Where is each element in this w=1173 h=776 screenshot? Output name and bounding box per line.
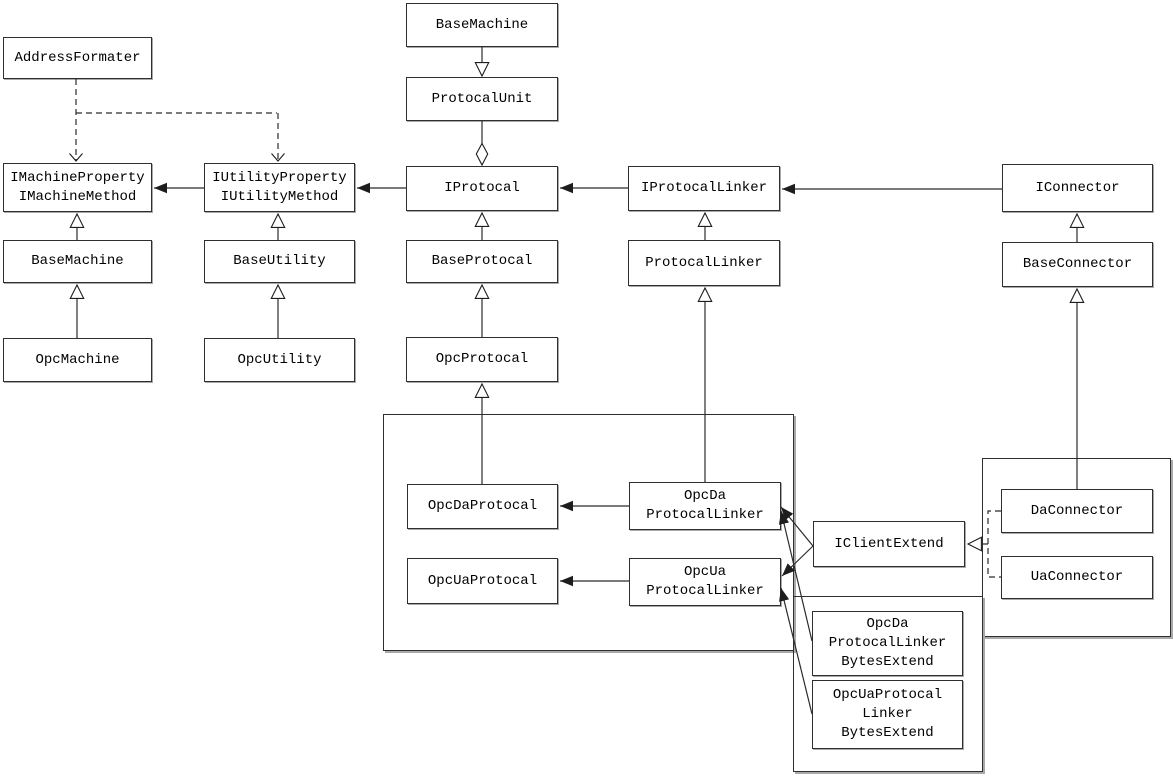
class-box-base-machine-left: BaseMachine xyxy=(3,240,152,283)
class-label: OpcUaProtocal xyxy=(832,687,943,703)
class-box-base-connector: BaseConnector xyxy=(1002,242,1153,287)
class-label: ProtocalUnit xyxy=(431,90,533,107)
class-box-opc-protocal: OpcProtocal xyxy=(406,337,558,382)
class-label: ProtocalLinker xyxy=(646,583,764,599)
class-label: IUtilityMethod xyxy=(220,188,339,205)
class-label: BaseUtility xyxy=(233,253,326,269)
class-label: BaseMachine xyxy=(31,253,124,269)
class-box-iprotocal-linker: IProtocalLinker xyxy=(628,166,780,211)
class-label: OpcDa xyxy=(683,488,726,504)
class-label: UaConnector xyxy=(1030,569,1124,585)
class-box-opc-ua-protocal: OpcUaProtocal xyxy=(407,558,558,604)
class-box-protocal-unit: ProtocalUnit xyxy=(406,77,558,121)
class-label: OpcMachine xyxy=(35,351,120,368)
group-frame-connectors xyxy=(982,458,1171,637)
class-label: OpcUaProtocal xyxy=(427,572,538,589)
class-label: IMachineProperty xyxy=(10,169,145,186)
class-label: IMachineMethod xyxy=(18,188,137,205)
class-label: ProtocalLinker xyxy=(646,507,764,523)
class-label: OpcProtocal xyxy=(435,351,529,367)
class-label: OpcUtility xyxy=(237,351,322,368)
class-label: AddressFormater xyxy=(14,49,141,66)
class-box-opc-utility: OpcUtility xyxy=(204,338,355,382)
class-label: BytesExtend xyxy=(841,725,934,741)
class-label: IProtocal xyxy=(444,180,520,196)
class-box-imachine: IMachineProperty IMachineMethod xyxy=(3,163,152,212)
class-label: IProtocalLinker xyxy=(640,180,768,196)
class-box-iprotocal: IProtocal xyxy=(406,166,558,211)
class-box-iclient-extend: IClientExtend xyxy=(813,521,965,567)
class-label: BaseMachine xyxy=(435,16,529,33)
class-label: Linker xyxy=(862,706,913,722)
class-label: OpcDaProtocal xyxy=(427,498,538,514)
class-label: DaConnector xyxy=(1030,502,1124,519)
class-box-iconnector: IConnector xyxy=(1002,164,1153,212)
class-box-opc-da-protocal-linker-bytes-extend: OpcDa ProtocalLinker BytesExtend xyxy=(812,611,963,676)
class-box-da-connector: DaConnector xyxy=(1001,489,1153,533)
class-box-iutility: IUtilityProperty IUtilityMethod xyxy=(204,163,355,212)
class-label: BytesExtend xyxy=(841,654,934,670)
class-box-opc-da-protocal-linker: OpcDa ProtocalLinker xyxy=(629,482,781,530)
class-label: ProtocalLinker xyxy=(828,635,947,651)
class-box-opc-ua-protocal-linker-bytes-extend: OpcUaProtocal Linker BytesExtend xyxy=(812,680,963,749)
class-label: OpcDa xyxy=(866,616,909,632)
class-box-opc-da-protocal: OpcDaProtocal xyxy=(407,484,558,529)
class-label: IUtilityProperty xyxy=(212,169,347,186)
class-label: IClientExtend xyxy=(834,535,944,552)
class-box-base-protocal: BaseProtocal xyxy=(406,240,558,283)
class-box-base-machine-top: BaseMachine xyxy=(406,3,558,47)
class-label: ProtocalLinker xyxy=(645,254,763,271)
class-box-opc-machine: OpcMachine xyxy=(3,338,152,382)
class-box-opc-ua-protocal-linker: OpcUa ProtocalLinker xyxy=(629,558,781,606)
class-label: OpcUa xyxy=(683,564,726,580)
class-label: BaseProtocal xyxy=(431,253,533,269)
class-box-protocal-linker: ProtocalLinker xyxy=(628,240,780,286)
class-label: BaseConnector xyxy=(1022,256,1133,272)
class-box-base-utility: BaseUtility xyxy=(204,240,355,283)
class-label: IConnector xyxy=(1035,179,1120,196)
class-box-ua-connector: UaConnector xyxy=(1001,556,1153,599)
group-frame-opc-protocal-linker xyxy=(383,414,794,651)
class-box-address-formater: AddressFormater xyxy=(3,37,152,79)
